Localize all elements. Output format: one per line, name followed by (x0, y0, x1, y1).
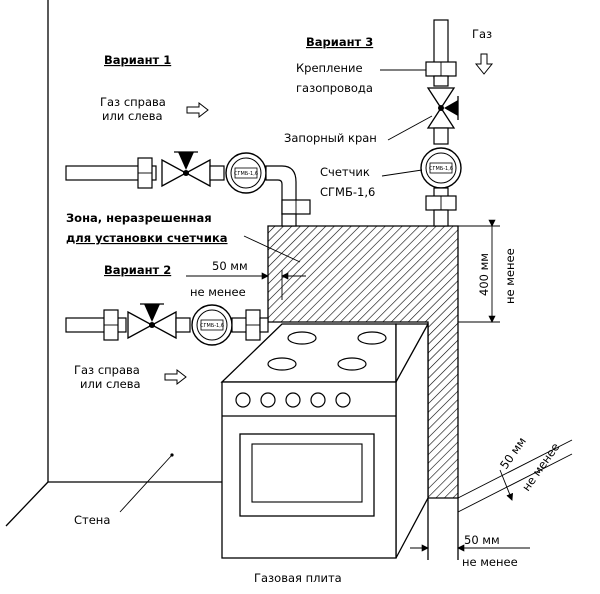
variant1-title: Вариант 1 (104, 53, 171, 67)
v3-meter-face: СГМБ-1,6 (429, 166, 453, 172)
mount-label-line1: Крепление (296, 61, 363, 75)
gas-stove (220, 323, 429, 559)
stove-knob-4 (310, 392, 326, 408)
dim-50-diag (457, 439, 573, 513)
v2-shutoff-valve-left (127, 310, 154, 340)
flow-arrows (164, 53, 494, 386)
dim-400-value: 400 мм (477, 253, 491, 296)
stove-label: Газовая плита (254, 571, 342, 585)
v2-meter-face: СГМБ-1,6 (200, 323, 224, 329)
wall (5, 0, 222, 527)
stove-knob-1 (235, 392, 251, 408)
v2-shutoff-valve-right (150, 310, 177, 340)
variant3-assembly: СГМБ-1,6 (420, 19, 462, 227)
v1-gas-side-line2: или слева (102, 109, 163, 123)
meter-label-line1: Счетчик (320, 165, 370, 179)
oven-window (251, 443, 363, 503)
wall-label: Стена (74, 513, 110, 527)
meter-label-line2: СГМБ-1,6 (320, 185, 375, 199)
v1-valve-handle-icon (178, 152, 194, 170)
v1-gas-side-line1: Газ справа (100, 95, 166, 109)
v1-meter-face: СГМБ-1,6 (234, 171, 258, 177)
dim-50-top-note: не менее (190, 285, 246, 299)
flow-arrow-v1-icon (186, 101, 209, 119)
v3-valve-handle-icon (444, 100, 458, 116)
dim-50-top (186, 270, 306, 300)
dim-400-note: не менее (503, 248, 517, 304)
zone-label-line2: для установки счетчика (66, 231, 228, 245)
variant2-title: Вариант 2 (104, 263, 171, 277)
dim-50-top-value: 50 мм (212, 259, 248, 273)
burner-front-left (267, 357, 297, 371)
burner-front-right (337, 357, 367, 371)
zone-label-line1: Зона, неразрешенная (66, 211, 212, 225)
mount-label-line2: газопровода (296, 81, 373, 95)
dim-50-bottom-note: не менее (462, 555, 518, 569)
v1-shutoff-valve-right (184, 158, 211, 188)
flow-arrow-v2-icon (164, 368, 187, 386)
v2-valve-handle-icon (144, 304, 160, 322)
stove-side (395, 323, 429, 559)
stove-knob-5 (335, 392, 351, 408)
variant3-title: Вариант 3 (306, 35, 373, 49)
v2-gas-side-line1: Газ справа (74, 363, 140, 377)
shutoff-valve-label: Запорный кран (284, 131, 377, 145)
stove-knob-2 (260, 392, 276, 408)
variant1-assembly: СГМБ-1,6 (65, 151, 311, 227)
v3-shutoff-valve-top (426, 87, 456, 110)
burner-back-left (287, 331, 317, 345)
burner-back-right (357, 331, 387, 345)
v2-gas-side-line2: или слева (80, 377, 141, 391)
dim-50-diag-note: не менее (519, 440, 562, 494)
leader-lines (243, 69, 433, 263)
dim-400 (458, 219, 500, 323)
variant2-assembly: СГМБ-1,6 (65, 303, 269, 346)
dim-50-diag-value: 50 мм (497, 434, 529, 471)
gas-label: Газ (472, 27, 492, 41)
wall-leader (119, 454, 173, 513)
flow-arrow-gas-down-icon (474, 53, 494, 75)
dim-50-bottom-value: 50 мм (464, 533, 500, 547)
stove-knob-3 (285, 392, 301, 408)
v1-shutoff-valve-left (161, 158, 188, 188)
